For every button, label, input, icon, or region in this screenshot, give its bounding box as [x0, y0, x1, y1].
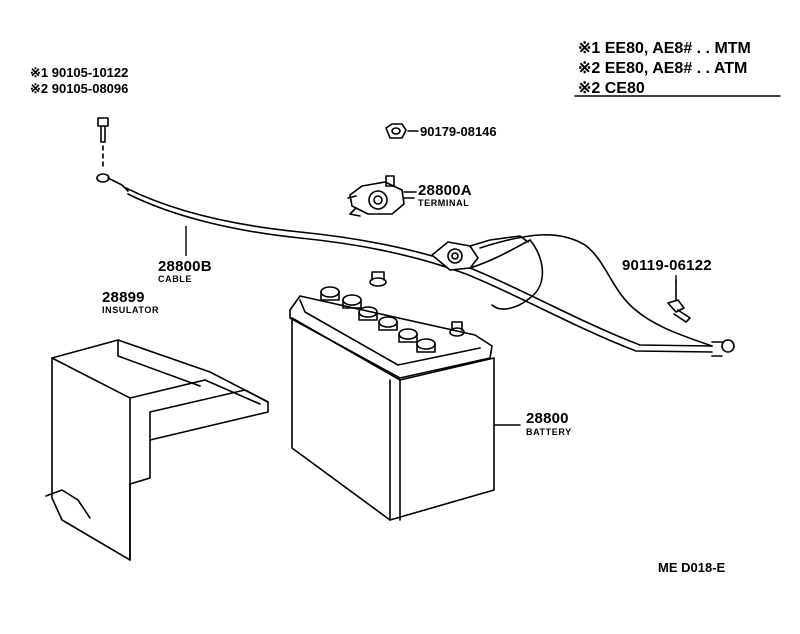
- bolt-part-number-2: ※2 90105-08096: [30, 81, 129, 96]
- terminal-part-number: 28800A: [418, 182, 472, 199]
- insulator-part-number: 28899: [102, 289, 145, 306]
- terminal-icon: [347, 175, 415, 217]
- bolt-icon: [97, 117, 109, 167]
- nut-part-number: 90179-08146: [420, 124, 497, 139]
- bolt2-part-number: 90119-06122: [622, 257, 712, 274]
- legend-line-2: ※2 EE80, AE8# . . ATM: [578, 60, 748, 77]
- positive-cable-icon: [479, 234, 713, 347]
- battery-icon: [289, 271, 495, 521]
- legend-line-1: ※1 EE80, AE8# . . MTM: [578, 40, 751, 57]
- bolt2-icon: [667, 279, 691, 323]
- bolt-part-number-1: ※1 90105-10122: [30, 65, 129, 80]
- terminal-part-name: TERMINAL: [418, 198, 470, 208]
- cable-icon: [96, 173, 735, 357]
- legend-line-3: ※2 CE80: [578, 80, 645, 97]
- nut-icon: [385, 123, 407, 139]
- figure-code: ME D018-E: [658, 560, 726, 575]
- insulator-part-name: INSULATOR: [102, 305, 160, 315]
- cable-part-number: 28800B: [158, 258, 212, 275]
- battery-part-number: 28800: [526, 410, 569, 427]
- cable-part-name: CABLE: [158, 274, 192, 284]
- cable-terminal-icon: [431, 235, 529, 271]
- battery-part-name: BATTERY: [526, 427, 572, 437]
- insulator-icon: [45, 339, 269, 561]
